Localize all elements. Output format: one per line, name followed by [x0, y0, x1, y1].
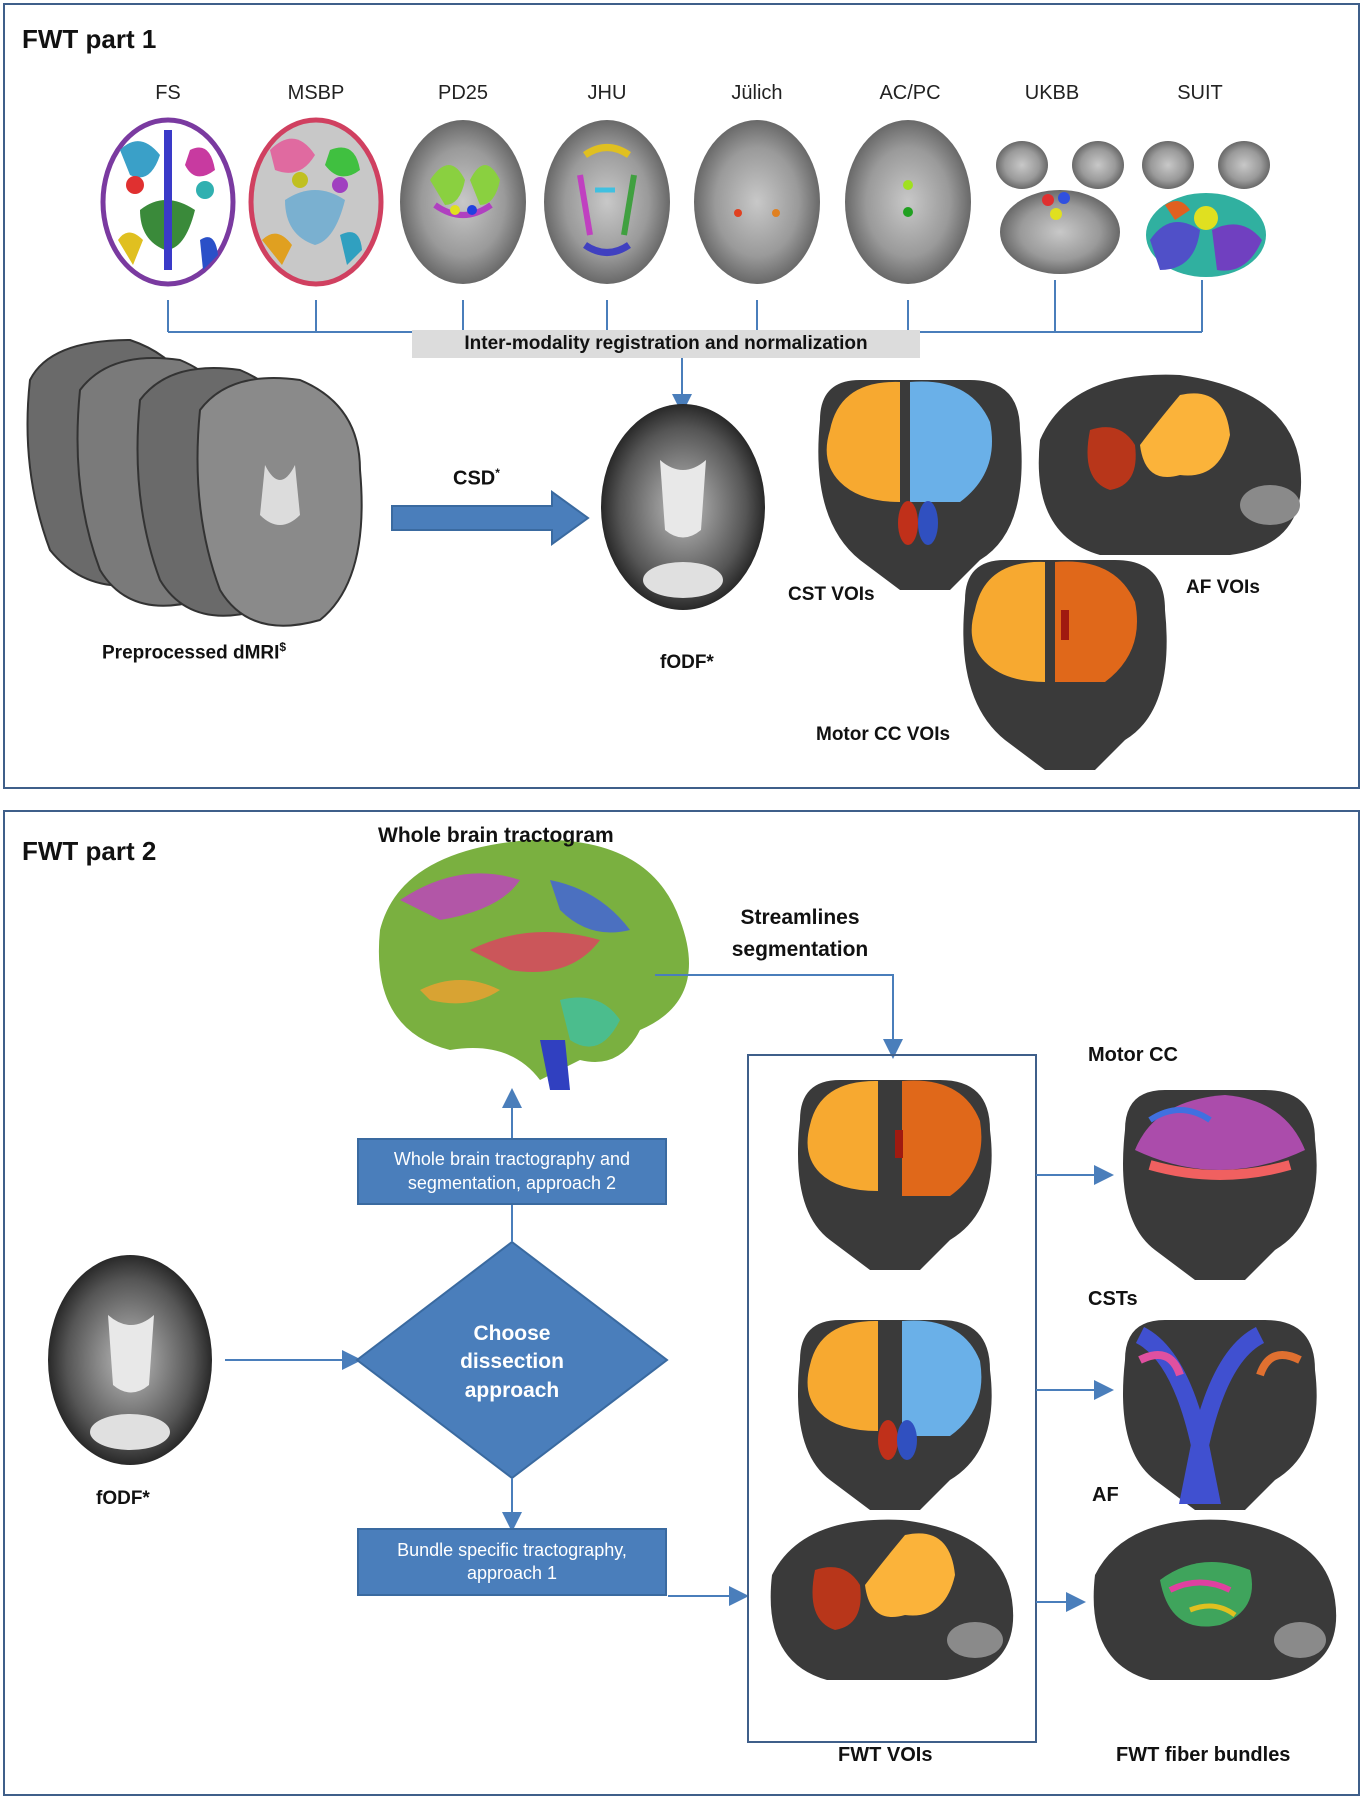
atlas-label-fs: FS — [155, 82, 181, 104]
whole-brain-tractogram-image — [378, 839, 689, 1090]
atlas-label-pd25: PD25 — [437, 82, 489, 104]
fodf-label-part1: fODF* — [660, 652, 714, 673]
fwt-vois-label: FWT VOIs — [838, 1744, 933, 1766]
fwt-voi-af — [770, 1519, 1014, 1680]
approach2-box[interactable]: Whole brain tractography and segmentatio… — [357, 1138, 667, 1205]
fwt-vois-frame — [747, 1054, 1037, 1743]
csts-label: CSTs — [1088, 1288, 1138, 1310]
fodf-label-part2: fODF* — [96, 1488, 150, 1509]
fwt-voi-cst — [798, 1320, 992, 1510]
csd-label: CSD* — [453, 466, 500, 491]
registration-label: Inter-modality registration and normaliz… — [412, 330, 920, 358]
fodf-image-part1 — [601, 404, 765, 610]
atlas-brain-acpc — [845, 120, 971, 284]
atlas-label-ukbb: UKBB — [1024, 82, 1080, 104]
csd-label-sup: * — [495, 466, 500, 480]
motor-cc-label: Motor CC — [1088, 1044, 1178, 1066]
registration-connectors — [167, 280, 1203, 414]
approach1-box[interactable]: Bundle specific tractography, approach 1 — [357, 1528, 667, 1596]
atlas-brain-ukbb — [996, 141, 1124, 274]
motor-cc-vois-image — [963, 560, 1167, 770]
panel-part2 — [3, 810, 1360, 1796]
motor-cc-vois-label: Motor CC VOIs — [816, 724, 951, 745]
bundle-motor-cc — [1123, 1090, 1317, 1280]
fodf-image-part2 — [48, 1255, 212, 1465]
af-vois-label: AF VOIs — [1186, 577, 1260, 598]
preprocessed-dmri-sup: $ — [279, 640, 287, 654]
atlas-label-jhu: JHU — [587, 82, 627, 104]
fiber-bundles-label: FWT fiber bundles — [1116, 1744, 1291, 1766]
preprocessed-dmri-label: Preprocessed dMRI$ — [102, 640, 286, 664]
whole-brain-tractogram-label: Whole brain tractogram — [378, 824, 614, 847]
atlas-brain-msbp — [248, 117, 384, 287]
csd-label-text: CSD — [453, 467, 496, 490]
af-label: AF — [1092, 1484, 1119, 1506]
atlas-brain-fs — [100, 117, 236, 287]
fwt-voi-motor-cc — [798, 1080, 992, 1270]
atlas-brain-pd25 — [400, 120, 526, 284]
bundle-af — [1093, 1519, 1337, 1680]
atlas-label-acpc: AC/PC — [879, 82, 941, 104]
af-vois-image — [1038, 374, 1302, 555]
bundle-cst — [1123, 1320, 1317, 1510]
csd-arrow — [391, 490, 590, 546]
atlas-label-suit: SUIT — [1177, 82, 1223, 104]
atlas-brain-julich — [694, 120, 820, 284]
atlas-label-msbp: MSBP — [287, 82, 345, 104]
cst-vois-image — [818, 380, 1022, 590]
cst-vois-label: CST VOIs — [788, 584, 875, 605]
panel-part1 — [3, 3, 1360, 789]
part1-title: FWT part 1 — [22, 24, 157, 54]
streamlines-segmentation-label: Streamlines segmentation — [731, 906, 869, 961]
decision-label[interactable]: Choose dissection approach — [460, 1322, 564, 1402]
atlas-brain-suit — [1142, 141, 1270, 277]
dmri-image-stack — [26, 338, 363, 627]
streamlines-arrow — [655, 974, 903, 1059]
atlas-label-julich: Jülich — [731, 82, 783, 104]
atlas-brain-jhu — [544, 120, 670, 284]
preprocessed-dmri-text: Preprocessed dMRI — [102, 642, 280, 664]
part2-title: FWT part 2 — [22, 836, 157, 866]
